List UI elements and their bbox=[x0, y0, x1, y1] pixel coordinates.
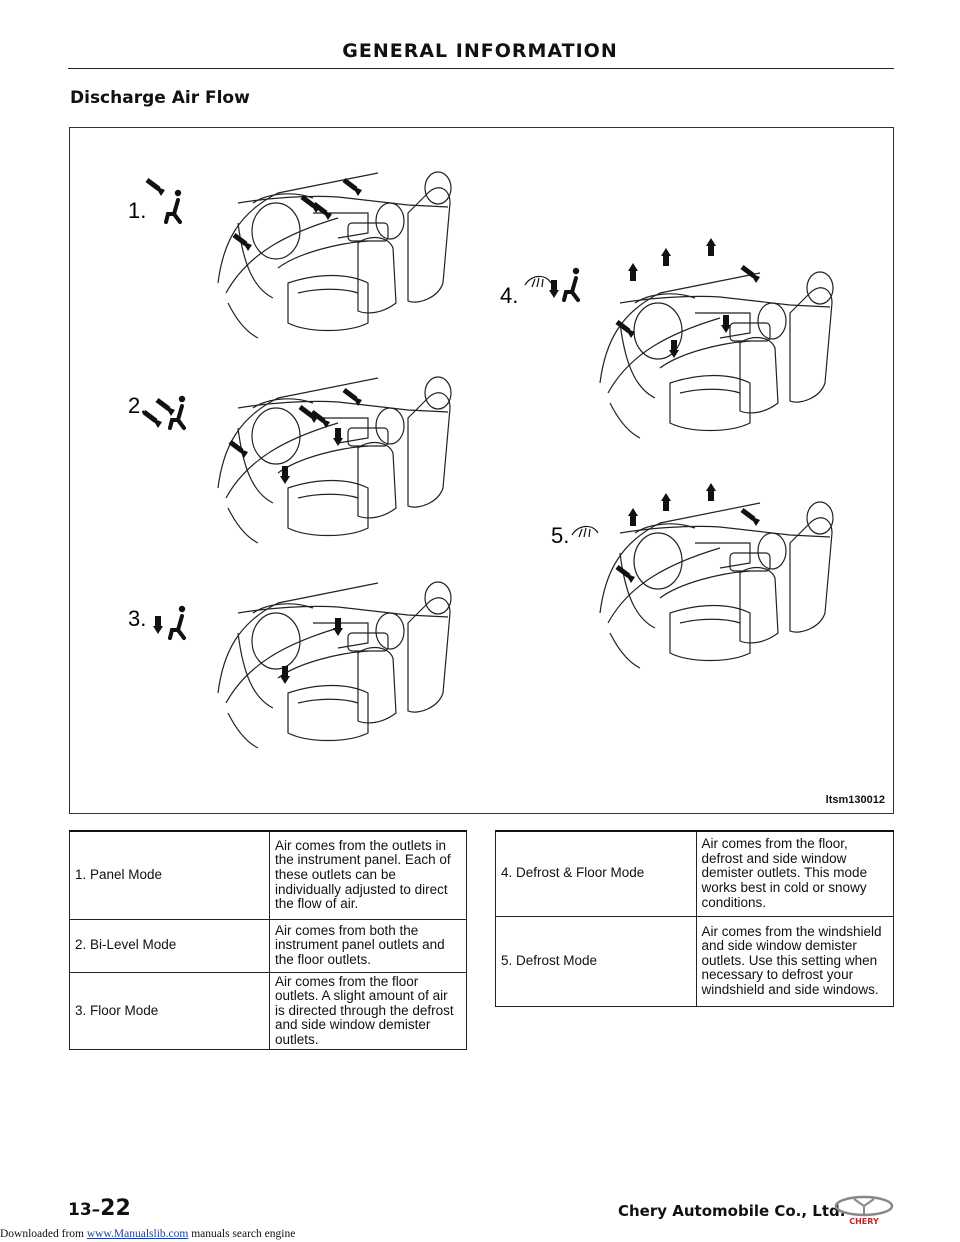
figure-id: ltsm130012 bbox=[825, 794, 885, 806]
mode-name: 1. Panel Mode bbox=[69, 830, 270, 920]
page-number-value: 22 bbox=[100, 1196, 131, 1221]
mode-description: Air comes from the floor, defrost and si… bbox=[695, 830, 894, 917]
airflow-figure: 1. 2. 3. 4. bbox=[69, 127, 894, 814]
section-title: Discharge Air Flow bbox=[70, 88, 250, 108]
mode-description: Air comes from the floor outlets. A slig… bbox=[269, 971, 467, 1051]
download-suffix: manuals search engine bbox=[188, 1228, 296, 1240]
cabin-illustration-3 bbox=[217, 581, 452, 749]
cabin-illustration-4 bbox=[599, 271, 834, 439]
mode-description: Air comes from the outlets in the instru… bbox=[269, 830, 467, 920]
download-notice: Downloaded from www.Manualslib.com manua… bbox=[0, 1228, 295, 1240]
cabin-illustration-5 bbox=[599, 501, 834, 669]
modes-table-left: 1. Panel Mode Air comes from the outlets… bbox=[69, 830, 467, 1051]
table-row: 1. Panel Mode Air comes from the outlets… bbox=[69, 830, 467, 920]
mode-name: 3. Floor Mode bbox=[69, 971, 270, 1051]
mode-name: 2. Bi-Level Mode bbox=[69, 918, 270, 973]
header-divider bbox=[68, 68, 894, 69]
figure-label-3: 3. bbox=[128, 606, 146, 631]
cabin-illustration-1 bbox=[217, 171, 452, 339]
mode-name: 4. Defrost & Floor Mode bbox=[495, 830, 697, 917]
figure-label-5: 5. bbox=[551, 523, 569, 548]
mode-description: Air comes from the windshield and side w… bbox=[695, 915, 894, 1007]
cabin-illustration-2 bbox=[217, 376, 452, 544]
manualslib-link[interactable]: www.Manualslib.com bbox=[86, 1228, 189, 1240]
modes-table-right: 4. Defrost & Floor Mode Air comes from t… bbox=[495, 830, 894, 1007]
page-number: 13–22 bbox=[68, 1196, 131, 1221]
download-prefix: Downloaded from bbox=[0, 1228, 87, 1240]
table-row: 2. Bi-Level Mode Air comes from both the… bbox=[69, 918, 467, 973]
table-row: 3. Floor Mode Air comes from the floor o… bbox=[69, 971, 467, 1051]
logo-text: CHERY bbox=[849, 1217, 879, 1225]
table-row: 5. Defrost Mode Air comes from the winds… bbox=[495, 915, 894, 1007]
figure-label-4: 4. bbox=[500, 283, 518, 308]
figure-label-2: 2. bbox=[128, 393, 146, 418]
table-row: 4. Defrost & Floor Mode Air comes from t… bbox=[495, 830, 894, 917]
page-number-prefix: 13– bbox=[68, 1200, 101, 1220]
figure-label-1: 1. bbox=[128, 198, 146, 223]
mode-name: 5. Defrost Mode bbox=[495, 915, 697, 1007]
page-header-title: GENERAL INFORMATION bbox=[342, 40, 618, 62]
chery-logo-icon: CHERY bbox=[834, 1195, 894, 1225]
airflow-illustration: 1. 2. 3. 4. bbox=[128, 171, 834, 749]
mode-description: Air comes from both the instrument panel… bbox=[269, 918, 467, 973]
company-name: Chery Automobile Co., Ltd. bbox=[618, 1202, 846, 1220]
